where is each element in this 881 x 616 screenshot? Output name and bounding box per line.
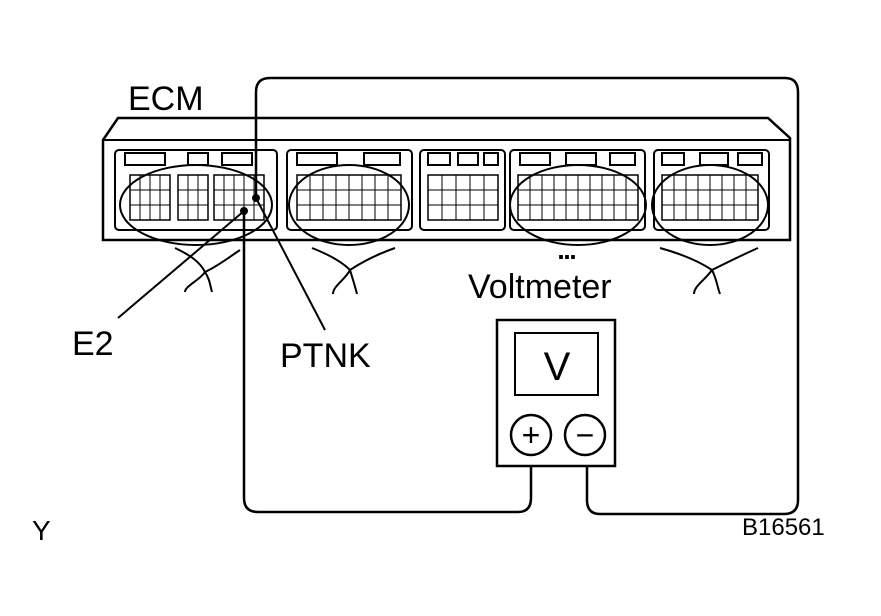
ptnk-label: PTNK xyxy=(280,337,371,375)
svg-text:···: ··· xyxy=(558,246,576,266)
probe-wire-e2 xyxy=(242,211,533,514)
connector-4 xyxy=(509,149,647,246)
plus-terminal xyxy=(509,413,553,457)
minus-symbol: − xyxy=(576,417,595,453)
connector-5 xyxy=(651,149,770,246)
e2-label: E2 xyxy=(72,325,114,363)
minus-terminal xyxy=(563,413,607,457)
wire-harness: ··· xyxy=(174,245,759,295)
ecm-label: ECM xyxy=(128,80,204,118)
e2-leader-line xyxy=(117,210,245,319)
corner-mark: Y xyxy=(32,515,51,546)
connector-3 xyxy=(419,149,506,231)
meter-symbol: V xyxy=(544,345,571,389)
figure-code: B16561 xyxy=(742,514,825,541)
ecm-housing xyxy=(101,116,792,242)
probe-wire-ptnk xyxy=(254,76,800,516)
ptnk-leader-line xyxy=(255,197,326,331)
voltmeter-display xyxy=(514,332,599,396)
plus-symbol: + xyxy=(522,417,541,453)
voltmeter-label: Voltmeter xyxy=(468,268,612,306)
connector-2 xyxy=(286,149,413,246)
voltmeter xyxy=(495,318,617,468)
